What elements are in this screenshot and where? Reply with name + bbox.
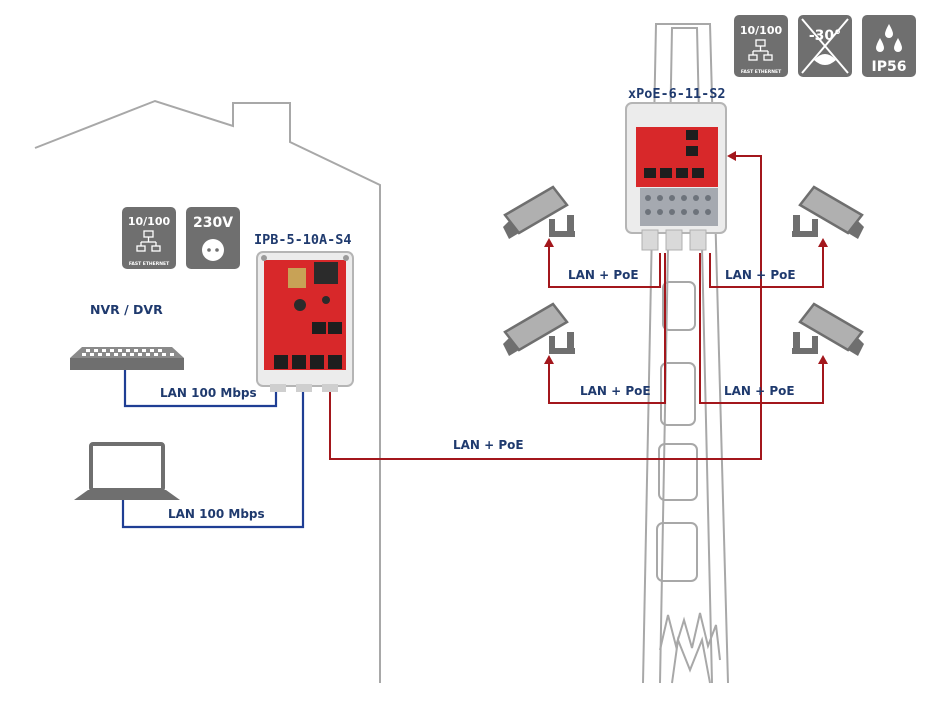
laptop-icon — [74, 442, 180, 500]
cam-top-right-label: LAN + PoE — [725, 268, 796, 282]
camera-icon — [503, 185, 575, 239]
svg-text:FAST ETHERNET: FAST ETHERNET — [741, 69, 782, 75]
ethernet-icon — [748, 39, 773, 61]
lan-lines — [121, 370, 305, 529]
temperature-badge: -30° — [798, 15, 852, 77]
nvr-icon — [70, 347, 184, 370]
poe-lines — [329, 155, 824, 460]
svg-text:10/100: 10/100 — [128, 215, 171, 228]
socket-icon — [202, 239, 224, 261]
ip-rating-badge: IP56 — [862, 15, 916, 77]
poe-arrowheads — [544, 151, 828, 364]
camera-icon — [792, 185, 864, 239]
cam-bottom-left-label: LAN + PoE — [580, 384, 651, 398]
svg-text:230V: 230V — [193, 215, 233, 231]
thermometer-cross-icon — [801, 18, 849, 74]
speed-badge-indoor: 10/100 FAST ETHERNET — [122, 207, 176, 269]
water-drops-icon — [876, 24, 902, 52]
indoor-switch-title: IPB-5-10A-S4 — [254, 232, 352, 248]
svg-text:-30°: -30° — [809, 28, 841, 44]
uplink-label: LAN + PoE — [453, 438, 524, 452]
outdoor-switch-box — [625, 102, 727, 251]
svg-text:FAST ETHERNET: FAST ETHERNET — [129, 261, 170, 267]
cam-bottom-right-label: LAN + PoE — [724, 384, 795, 398]
nvr-link-label: LAN 100 Mbps — [160, 386, 257, 400]
laptop-link-label: LAN 100 Mbps — [168, 507, 265, 521]
house-outline — [34, 99, 381, 683]
speed-badge-outdoor: 10/100 FAST ETHERNET — [734, 15, 788, 77]
camera-icon — [503, 302, 575, 356]
power-badge-indoor: 230V — [186, 207, 240, 269]
svg-text:10/100: 10/100 — [740, 24, 783, 37]
ethernet-icon — [136, 230, 161, 252]
recorder-title: NVR / DVR — [90, 302, 163, 317]
outdoor-switch-title: xPoE-6-11-S2 — [628, 86, 726, 102]
camera-icon — [792, 302, 864, 356]
svg-text:IP56: IP56 — [872, 59, 907, 75]
cam-top-left-label: LAN + PoE — [568, 268, 639, 282]
indoor-switch-box — [256, 251, 354, 392]
